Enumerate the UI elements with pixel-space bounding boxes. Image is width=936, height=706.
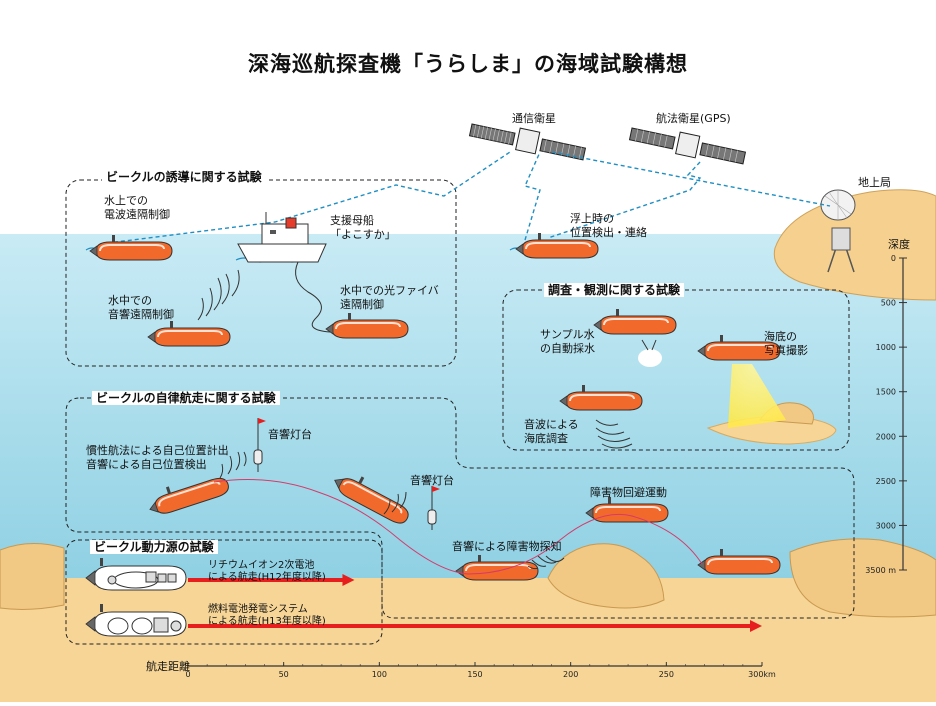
label-seafloor-survey-line1: 音波による: [524, 418, 579, 431]
label-seafloor-photo-line2: 写真撮影: [764, 344, 808, 357]
acoustic-beacon-1: [253, 418, 266, 472]
label-lithium-line1: リチウムイオン2次電池: [208, 560, 315, 571]
vehicle-lithium: [85, 557, 187, 591]
page-title: 深海巡航探査機「うらしま」の海域試験構想: [248, 51, 688, 76]
radio-links: [99, 151, 831, 245]
distance-tick-label: 150: [467, 670, 482, 679]
label-lithium: リチウムイオン2次電池 による航走(H12年度以降): [208, 560, 326, 584]
depth-tick-label: 3000: [876, 521, 896, 530]
acoustic-beacon-2: [427, 486, 440, 530]
distance-axis-title: 航走距離: [146, 660, 190, 673]
sonar-waves-survey: [595, 419, 633, 449]
depth-tick-label: 3500 m: [865, 566, 896, 575]
depth-axis: 0 500 1000 1500 2000 2500 3000 3500 m: [865, 254, 907, 575]
depth-tick-label: 1500: [876, 388, 896, 397]
group-box-survey: [502, 289, 850, 451]
label-water-sampling-line2: の自動採水: [540, 342, 595, 355]
depth-tick-label: 2000: [876, 432, 896, 441]
rock-left: [0, 542, 65, 610]
label-inertial-nav-line2: 音響による自己位置検出: [86, 458, 207, 471]
label-surface-radio-line1: 水上での: [104, 194, 148, 207]
depth-tick-label: 1000: [876, 343, 896, 352]
depth-tick-label: 2500: [876, 477, 896, 486]
label-beacon-1: 音響灯台: [268, 428, 312, 441]
label-seafloor-photo-line1: 海底の: [764, 330, 797, 343]
distance-tick-label: 300km: [748, 670, 776, 679]
beacon-waves: [219, 451, 565, 570]
label-water-sampling: サンプル水 の自動採水: [540, 328, 595, 356]
label-seafloor-survey-line2: 海底調査: [524, 432, 568, 445]
depth-tick-label: 0: [891, 254, 896, 263]
label-beacon-2: 音響灯台: [410, 474, 454, 487]
label-fuelcell: 燃料電池発電システム による航走(H13年度以降): [208, 604, 326, 628]
label-acoustic-remote-line2: 音響遠隔制御: [108, 308, 174, 321]
label-fuelcell-line2: による航走(H13年度以降): [208, 616, 326, 627]
label-lithium-line2: による航走(H12年度以降): [208, 572, 326, 583]
label-obstacle-detect: 音響による障害物探知: [452, 540, 562, 553]
comm-satellite-label: 通信衛星: [512, 112, 556, 125]
label-surfacing: 浮上時の 位置検出・連絡: [570, 212, 647, 240]
distance-tick-label: 0: [185, 670, 190, 679]
label-fiber-remote: 水中での光ファイバ 遠隔制御: [340, 284, 439, 312]
fiber-cable: [295, 261, 331, 333]
label-seafloor-photo: 海底の 写真撮影: [764, 330, 808, 358]
support-ship: [237, 212, 327, 263]
label-seafloor-survey: 音波による 海底調査: [524, 418, 579, 446]
group-box-power: [65, 539, 383, 645]
group-box-autonomous: [65, 397, 855, 619]
label-fiber-remote-line1: 水中での光ファイバ: [340, 284, 439, 297]
distance-axis: 0 50 100 150 200 250 300km: [185, 662, 776, 679]
depth-tick-label: 500: [881, 299, 896, 308]
label-support-ship-line1: 支援母船: [330, 214, 374, 227]
label-fuelcell-line1: 燃料電池発電システム: [208, 604, 308, 615]
range-arrows: [188, 574, 762, 632]
gps-satellite-label: 航法衛星(GPS): [656, 112, 731, 125]
distance-tick-label: 50: [279, 670, 289, 679]
vehicle-fuelcell: [85, 603, 187, 637]
comm-satellite: [468, 123, 587, 161]
distance-tick-label: 100: [372, 670, 387, 679]
distance-tick-label: 200: [563, 670, 578, 679]
label-inertial-nav-line1: 慣性航法による自己位置計出: [86, 444, 229, 457]
photo-light-beam: [728, 364, 786, 428]
label-water-sampling-line1: サンプル水: [540, 328, 595, 341]
seafloor: [0, 578, 936, 702]
fuelcell-range-arrow-head: [750, 620, 762, 632]
group-title-power: ビークル動力源の試験: [90, 540, 218, 554]
ground-station-dish: [820, 189, 856, 273]
group-title-guidance: ビークルの誘導に関する試験: [102, 170, 266, 184]
label-obstacle-avoid: 障害物回避運動: [590, 486, 667, 499]
group-title-autonomous: ビークルの自律航走に関する試験: [92, 391, 280, 405]
gps-satellite: [628, 127, 747, 165]
label-surface-radio-line2: 電波遠隔制御: [104, 208, 170, 221]
lithium-range-arrow-head: [342, 574, 355, 586]
sampling-arms: [641, 339, 657, 351]
depth-axis-title: 深度: [888, 238, 910, 251]
ground-station-label: 地上局: [858, 176, 891, 189]
label-acoustic-remote: 水中での 音響遠隔制御: [108, 294, 174, 322]
autonomous-trajectory: [213, 479, 703, 575]
distance-tick-label: 250: [659, 670, 674, 679]
label-acoustic-remote-line1: 水中での: [108, 294, 152, 307]
label-support-ship: 支援母船 「よこすか」: [330, 214, 396, 242]
label-fiber-remote-line2: 遠隔制御: [340, 298, 384, 311]
label-surfacing-line1: 浮上時の: [570, 212, 614, 225]
acoustic-waves-guidance: [197, 269, 240, 321]
rock-center: [547, 543, 665, 609]
group-box-guidance: [65, 179, 457, 367]
label-support-ship-line2: 「よこすか」: [330, 228, 396, 241]
label-surface-radio: 水上での 電波遠隔制御: [104, 194, 170, 222]
group-title-survey: 調査・観測に関する試験: [544, 283, 685, 297]
label-inertial-nav: 慣性航法による自己位置計出 音響による自己位置検出: [86, 444, 229, 472]
sample-water: [638, 349, 662, 367]
label-surfacing-line2: 位置検出・連絡: [570, 226, 647, 239]
